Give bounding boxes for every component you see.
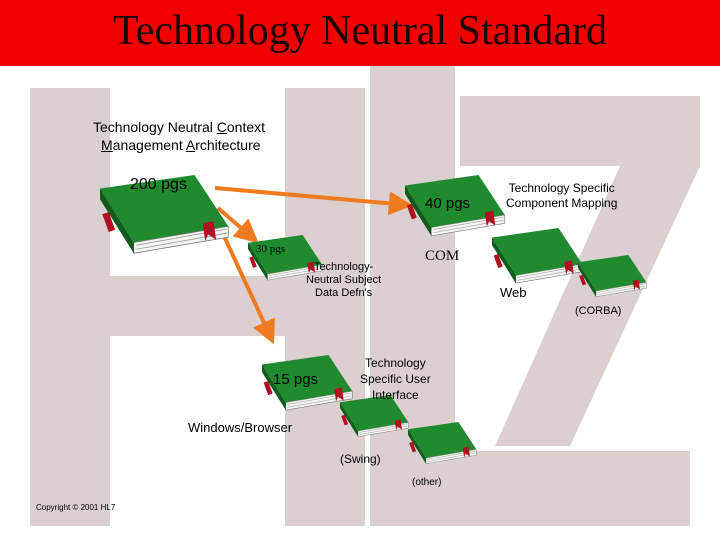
- tech-specific-mapping-label: Technology Specific Component Mapping: [506, 181, 618, 210]
- corba-label: (CORBA): [575, 305, 622, 317]
- book-com: [491, 227, 583, 284]
- tech-specific-ui-label: Technology Specific User Interface: [360, 356, 431, 402]
- page-title: Technology Neutral Standard: [113, 8, 607, 54]
- book-main-pages: 200 pgs: [130, 176, 187, 193]
- other-label: (other): [412, 477, 442, 488]
- windows-browser-label: Windows/Browser: [188, 420, 293, 435]
- architecture-label: Technology Neutral Context Management Ar…: [93, 119, 266, 153]
- arrow-to-mapping: [214, 186, 413, 216]
- swing-label: (Swing): [340, 452, 381, 466]
- book-subject-pages: 30 pgs: [256, 243, 286, 255]
- arrow-to-subject: [216, 206, 259, 244]
- book-web: [577, 254, 647, 298]
- com-label: COM: [425, 248, 460, 264]
- copyright: Copyright © 2001 HL7: [36, 503, 116, 512]
- book-mapping-pages: 40 pgs: [425, 195, 471, 212]
- web-label: Web: [500, 285, 527, 300]
- tech-neutral-subject-label: Technology- Neutral Subject Data Defn's: [306, 261, 382, 299]
- title-bar: Technology Neutral Standard: [0, 0, 720, 66]
- book-other: [407, 421, 477, 465]
- book-ui-pages: 15 pgs: [273, 371, 319, 388]
